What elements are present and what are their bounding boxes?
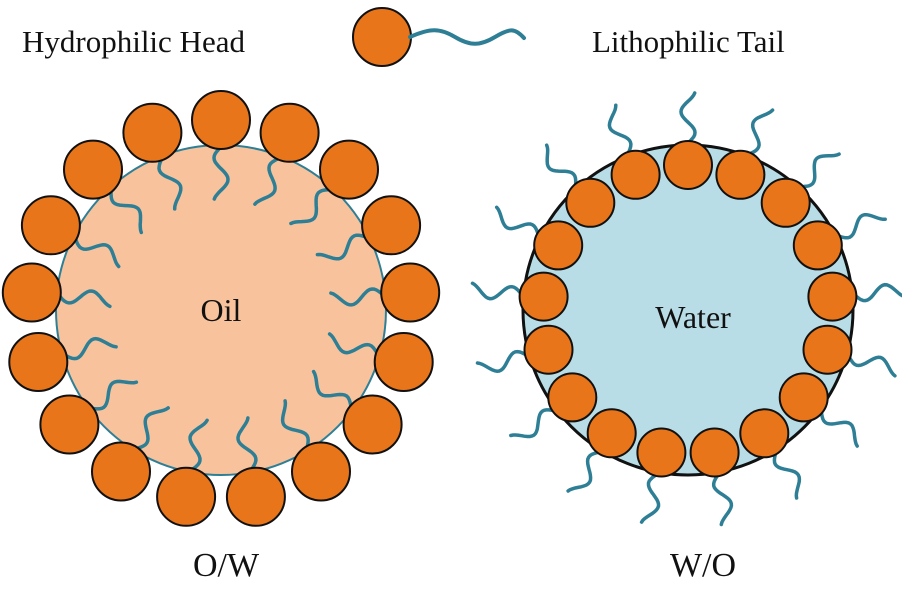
ow-micelle: Oil O/W bbox=[1, 90, 441, 584]
wo-head bbox=[565, 177, 616, 228]
wo-head bbox=[715, 149, 766, 200]
wo-head bbox=[807, 271, 858, 322]
ow-tail bbox=[212, 145, 230, 201]
wo-head bbox=[689, 427, 740, 478]
legend: Hydrophilic Head Lithophilic Tail bbox=[22, 7, 785, 67]
wo-tail bbox=[470, 281, 524, 301]
wo-tail bbox=[819, 408, 859, 448]
ow-tails-group bbox=[56, 145, 386, 472]
ow-head bbox=[259, 102, 320, 163]
wo-head bbox=[586, 408, 637, 459]
legend-tail-label: Lithophilic Tail bbox=[592, 24, 785, 59]
wo-tail bbox=[494, 205, 541, 238]
wo-tail bbox=[639, 472, 661, 524]
ow-head bbox=[319, 139, 379, 200]
wo-head bbox=[523, 324, 574, 375]
ow-tail bbox=[280, 399, 310, 451]
ow-tail bbox=[133, 406, 170, 451]
wo-head bbox=[802, 324, 853, 375]
wo-head bbox=[760, 177, 811, 228]
ow-head bbox=[380, 262, 441, 323]
ow-tail bbox=[56, 289, 112, 309]
ow-caption: O/W bbox=[193, 547, 260, 584]
ow-head bbox=[63, 139, 123, 200]
ow-head bbox=[20, 195, 81, 256]
wo-head bbox=[518, 271, 569, 322]
ow-tail bbox=[89, 379, 139, 411]
wo-tail bbox=[509, 408, 557, 439]
wo-tail bbox=[746, 108, 775, 157]
ow-head bbox=[361, 195, 422, 256]
wo-tail bbox=[798, 152, 841, 189]
ow-tail bbox=[311, 369, 353, 410]
ow-head bbox=[225, 466, 286, 527]
ow-tail bbox=[188, 418, 209, 472]
ow-tail bbox=[73, 235, 121, 269]
wo-tails-group bbox=[470, 91, 902, 527]
legend-tail-line bbox=[408, 28, 526, 46]
ow-tail bbox=[315, 233, 369, 261]
ow-head bbox=[91, 441, 151, 502]
ow-head bbox=[373, 332, 434, 392]
oil-label: Oil bbox=[201, 292, 242, 328]
ow-tail bbox=[236, 416, 258, 472]
wo-tail bbox=[475, 349, 530, 373]
ow-tail bbox=[157, 156, 183, 211]
wo-tail bbox=[607, 103, 633, 157]
wo-tail bbox=[711, 472, 734, 527]
wo-micelle: Water W/O bbox=[470, 91, 902, 584]
wo-head bbox=[778, 372, 829, 423]
wo-head bbox=[739, 408, 790, 459]
ow-head bbox=[39, 394, 100, 455]
wo-head bbox=[547, 372, 598, 423]
wo-head bbox=[533, 220, 584, 271]
wo-head bbox=[663, 140, 713, 190]
legend-head-label: Hydrophilic Head bbox=[22, 24, 245, 59]
wo-tail bbox=[852, 282, 902, 303]
ow-head bbox=[191, 90, 251, 150]
ow-tail bbox=[253, 156, 282, 206]
wo-heads-group bbox=[518, 140, 858, 478]
wo-head bbox=[636, 427, 687, 478]
wo-tail bbox=[772, 450, 802, 500]
ow-tail bbox=[289, 187, 333, 226]
ow-head bbox=[122, 102, 183, 163]
ow-tail bbox=[62, 336, 118, 361]
ow-tail bbox=[329, 287, 386, 307]
legend-head-circle bbox=[352, 7, 412, 67]
ow-tail bbox=[109, 187, 144, 235]
wo-head bbox=[792, 220, 843, 271]
wo-tail bbox=[846, 353, 897, 378]
ow-tail bbox=[327, 332, 380, 357]
ow-heads-group bbox=[1, 90, 441, 527]
ow-head bbox=[156, 466, 217, 527]
wo-tail bbox=[566, 450, 602, 493]
ow-head bbox=[1, 262, 62, 323]
wo-head bbox=[610, 149, 661, 200]
wo-tail bbox=[835, 212, 887, 240]
ow-head bbox=[291, 441, 351, 502]
wo-tail bbox=[679, 91, 697, 145]
wo-caption: W/O bbox=[670, 547, 736, 584]
water-label: Water bbox=[655, 299, 731, 335]
ow-head bbox=[342, 394, 403, 455]
wo-tail bbox=[544, 143, 578, 189]
ow-head bbox=[8, 332, 69, 392]
